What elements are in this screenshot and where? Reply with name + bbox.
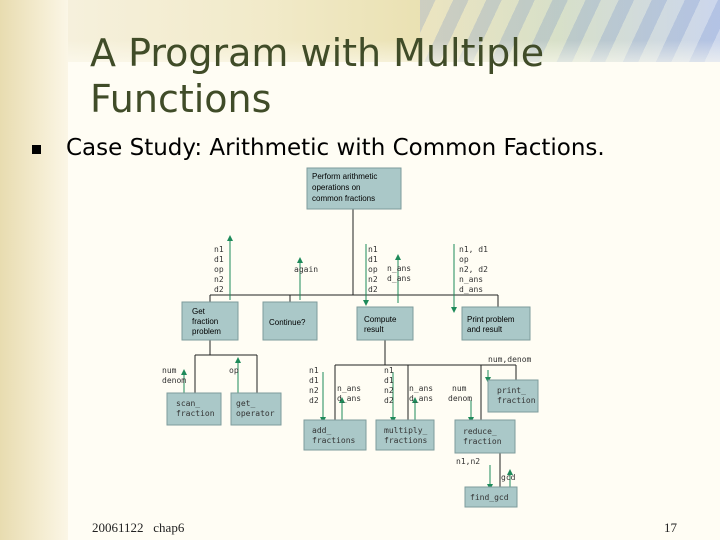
node-text: fractions: [312, 436, 356, 445]
flow-label: d1: [384, 376, 394, 385]
node-continue: Continue?: [262, 301, 318, 341]
node-root: Perform arithmetic operations on common …: [306, 167, 402, 210]
flow-labels: n1 d1 op n2 d2 again n1 d1 op n2 d2 n_an…: [162, 245, 532, 482]
flow-label: num: [162, 366, 177, 375]
node-text: Perform arithmetic: [312, 172, 377, 181]
node-compute-result: Compute result: [356, 306, 414, 341]
flow-label: gcd: [501, 473, 516, 482]
footer-chapter: chap6: [153, 520, 185, 535]
flow-label: n1: [368, 245, 378, 254]
flow-label: n1,n2: [456, 457, 480, 466]
node-text: fraction: [176, 409, 215, 418]
flow-label: d2: [214, 285, 224, 294]
data-flow-arrows: [181, 235, 513, 490]
flow-label: n1: [384, 366, 394, 375]
flow-label: denom: [162, 376, 186, 385]
flow-label: n1: [214, 245, 224, 254]
flow-label: op: [229, 366, 239, 375]
flow-label: num,denom: [488, 355, 532, 364]
flow-label: n2: [214, 275, 224, 284]
connector-lines: [194, 209, 517, 487]
flow-label: num: [452, 384, 467, 393]
node-scan-fraction: scan_ fraction: [166, 392, 222, 426]
node-text: Get: [192, 307, 206, 316]
node-text: find_gcd: [470, 493, 509, 502]
background-fade: [68, 40, 720, 80]
node-text: common fractions: [312, 194, 375, 203]
flow-label: denom: [448, 394, 472, 403]
node-find-gcd: find_gcd: [464, 486, 518, 508]
page-number: 17: [664, 520, 677, 535]
node-multiply-fractions: multiply_ fractions: [375, 419, 435, 451]
flow-label: n_ans: [387, 264, 411, 273]
flow-label: n_ans: [337, 384, 361, 393]
node-text: get_: [236, 399, 255, 408]
flow-label: d1: [368, 255, 378, 264]
node-get-fraction: Get fraction problem: [181, 301, 239, 341]
node-print-problem: Print problem and result: [461, 306, 531, 341]
background-left-band: [0, 0, 68, 540]
node-print-fraction: print_ fraction: [487, 379, 539, 413]
flow-label: d_ans: [387, 274, 411, 283]
node-text: fraction: [463, 437, 502, 446]
flow-label: again: [294, 265, 318, 274]
node-add-fractions: add_ fractions: [303, 419, 367, 451]
flow-label: n1: [309, 366, 319, 375]
flow-label: n1, d1: [459, 245, 488, 254]
bullet-square-icon: [32, 145, 41, 154]
flow-label: d2: [384, 396, 394, 405]
node-text: multiply_: [384, 426, 428, 435]
node-text: add_: [312, 426, 331, 435]
flow-label: d_ans: [337, 394, 361, 403]
flow-label: n2: [368, 275, 378, 284]
flow-label: n_ans: [459, 275, 483, 284]
node-text: scan_: [176, 399, 200, 408]
flow-label: n2, d2: [459, 265, 488, 274]
node-get-operator: get_ operator: [230, 392, 282, 426]
flow-label: op: [368, 265, 378, 274]
structure-chart: Perform arithmetic operations on common …: [162, 167, 539, 508]
node-text: reduce_: [463, 427, 497, 436]
slide-bullet-text: Case Study: Arithmetic with Common Facti…: [66, 135, 605, 161]
node-text: Continue?: [269, 318, 306, 327]
flow-label: n2: [384, 386, 394, 395]
node-text: result: [364, 325, 384, 334]
node-text: Compute: [364, 315, 397, 324]
flow-label: n_ans: [409, 384, 433, 393]
node-text: operations on: [312, 183, 360, 192]
node-text: fraction: [192, 317, 218, 326]
slide-title: A Program with Multiple Functions: [90, 31, 545, 121]
flow-label: d1: [309, 376, 319, 385]
footer-date: 20061122: [92, 520, 144, 535]
flow-label: d2: [368, 285, 378, 294]
flow-label: d1: [214, 255, 224, 264]
flow-label: d_ans: [409, 394, 433, 403]
flow-label: op: [214, 265, 224, 274]
node-text: print_: [497, 386, 526, 395]
node-text: and result: [467, 325, 503, 334]
footer-left: 20061122 chap6: [92, 520, 184, 536]
flow-label: n2: [309, 386, 319, 395]
node-reduce-fraction: reduce_ fraction: [454, 419, 516, 454]
flow-label: d2: [309, 396, 319, 405]
node-text: fractions: [384, 436, 428, 445]
flow-label: d_ans: [459, 285, 483, 294]
node-text: fraction: [497, 396, 536, 405]
node-text: problem: [192, 327, 221, 336]
flow-label: op: [459, 255, 469, 264]
node-text: Print problem: [467, 315, 515, 324]
node-text: operator: [236, 409, 275, 418]
